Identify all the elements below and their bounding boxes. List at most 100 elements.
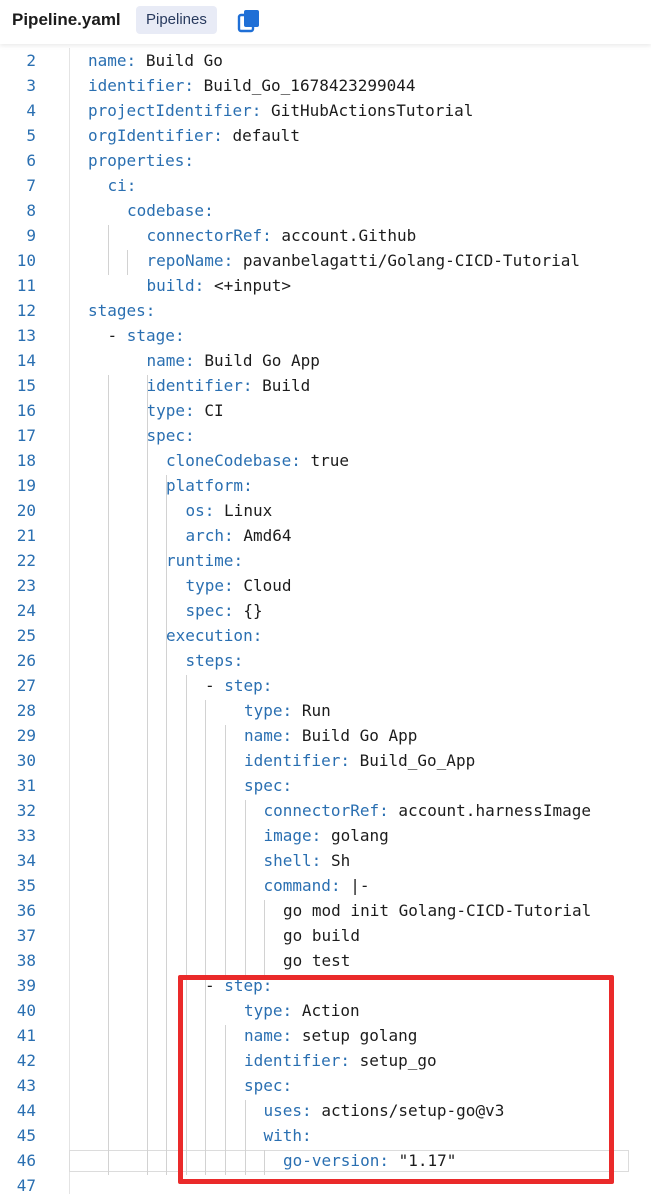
key-colon: : [340,751,350,770]
copy-icon[interactable] [236,8,262,34]
yaml-key: spec [244,776,283,795]
code-content: with: [264,1123,312,1148]
code-line: 47 [0,1173,651,1198]
yaml-value: Build Go App [301,726,418,745]
key-colon: : [243,476,253,495]
key-colon: : [185,426,195,445]
yaml-key: step [224,976,263,995]
line-number: 7 [26,176,36,195]
yaml-key: properties [88,151,185,170]
key-colon: : [233,651,244,670]
yaml-key: os [185,501,205,520]
pipelines-badge[interactable]: Pipelines [136,6,217,34]
line-number: 32 [16,801,36,820]
line-number: 40 [16,1001,36,1020]
current-line-highlight [69,1150,629,1172]
line-number: 4 [26,101,36,120]
yaml-value: golang [330,826,389,845]
yaml-value: Build Go [145,51,223,70]
indent-guide [245,800,246,975]
key-colon: : [126,51,137,70]
key-colon: : [224,576,234,595]
key-colon: : [145,301,156,320]
yaml-key: go-version [283,1151,380,1170]
key-colon: : [204,501,215,520]
code-content: spec: {} [186,598,263,623]
key-colon: : [262,676,273,695]
key-colon: : [340,1051,350,1070]
key-colon: : [282,776,293,795]
code-content: - step: [205,673,272,698]
line-number: 23 [16,576,36,595]
code-line: 39- step: [0,973,651,998]
key-colon: : [223,251,234,270]
yaml-key: repoName [146,251,224,270]
code-content: spec: [147,423,195,448]
yaml-key: platform [166,476,244,495]
code-content: spec: [244,773,292,798]
code-line: 32 connectorRef: account.harnessImage [0,798,651,823]
line-number: 47 [16,1176,36,1195]
indent-guide [108,225,109,275]
key-colon: : [184,151,194,170]
code-line: 27- step: [0,673,651,698]
yaml-value: Amd64 [243,526,292,545]
code-content: command: |- [264,873,370,898]
code-content: platform: [166,473,253,498]
key-colon: : [262,976,273,995]
code-content: name: Build Go App [147,348,320,373]
key-colon: : [174,326,185,345]
yaml-value: setup golang [301,1026,418,1045]
key-colon: : [302,1101,312,1120]
yaml-value: go test [283,951,351,970]
yaml-key: codebase [127,201,205,220]
yaml-key: identifier [244,1051,341,1070]
line-number: 42 [16,1051,36,1070]
yaml-value: <+input> [213,276,292,295]
yaml-value: Build_Go_1678423299044 [203,76,416,95]
line-number: 46 [16,1151,36,1170]
yaml-key: type [244,701,283,720]
code-content: execution: [166,623,262,648]
code-content: connectorRef: account.harnessImage [264,798,592,823]
yaml-key: name [146,351,186,370]
yaml-value: Run [301,701,331,720]
yaml-value: Action [301,1001,360,1020]
code-line: 42 identifier: setup_go [0,1048,651,1073]
yaml-value: Cloud [243,576,292,595]
code-content: ci: [108,173,137,198]
key-colon: : [252,626,263,645]
list-dash: - [205,976,225,995]
code-content: type: Run [244,698,331,723]
key-colon: : [262,226,272,245]
indent-guide [225,1025,226,1175]
key-colon: : [251,101,262,120]
yaml-value: setup_go [359,1051,437,1070]
key-colon: : [311,826,322,845]
key-colon: : [282,1076,293,1095]
indent-guide [166,475,167,1175]
line-number: 10 [16,251,36,270]
code-content: - step: [205,973,272,998]
yaml-key: steps [185,651,234,670]
yaml-key: cloneCodebase [166,451,292,470]
yaml-value: {} [243,601,263,620]
